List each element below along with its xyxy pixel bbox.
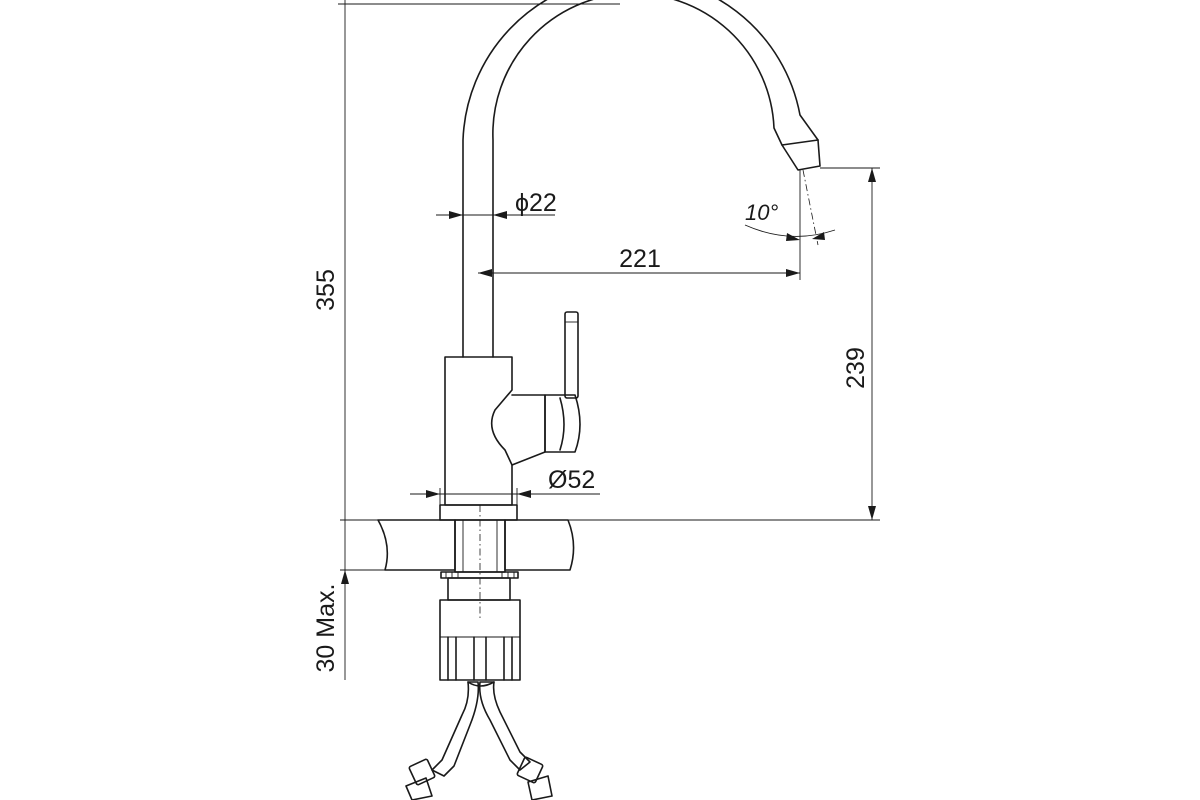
dimension-base-diameter: Ø52 [410,466,600,505]
mounting-shank [439,505,521,681]
spout-height-label: 239 [842,347,870,389]
aerator [781,139,821,171]
max-thickness-label: 30 Max. [312,584,340,673]
handle-lever [564,311,579,399]
dimension-max-thickness: 30 Max. [312,520,349,680]
dimension-overall-height: 355 [312,0,620,520]
spout-tube [462,0,819,358]
pipe-diameter-label: ϕ22 [515,189,557,217]
supply-hose-right [478,681,553,800]
mixer-body [444,356,513,506]
countertop [340,519,880,571]
dimension-spout-angle: 10° [744,169,836,246]
overall-height-label: 355 [312,269,340,311]
supply-hose-left [405,681,480,800]
cartridge [511,394,546,466]
dimension-spout-height: 239 [820,167,880,520]
spout-reach-label: 221 [619,245,661,273]
dimension-pipe-diameter: ϕ22 [436,189,557,219]
base-diameter-label: Ø52 [548,466,595,494]
dimension-spout-reach: 221 [478,170,801,280]
spout-angle-label: 10° [745,200,778,225]
base-flange [439,504,518,521]
faucet-body [439,0,821,521]
